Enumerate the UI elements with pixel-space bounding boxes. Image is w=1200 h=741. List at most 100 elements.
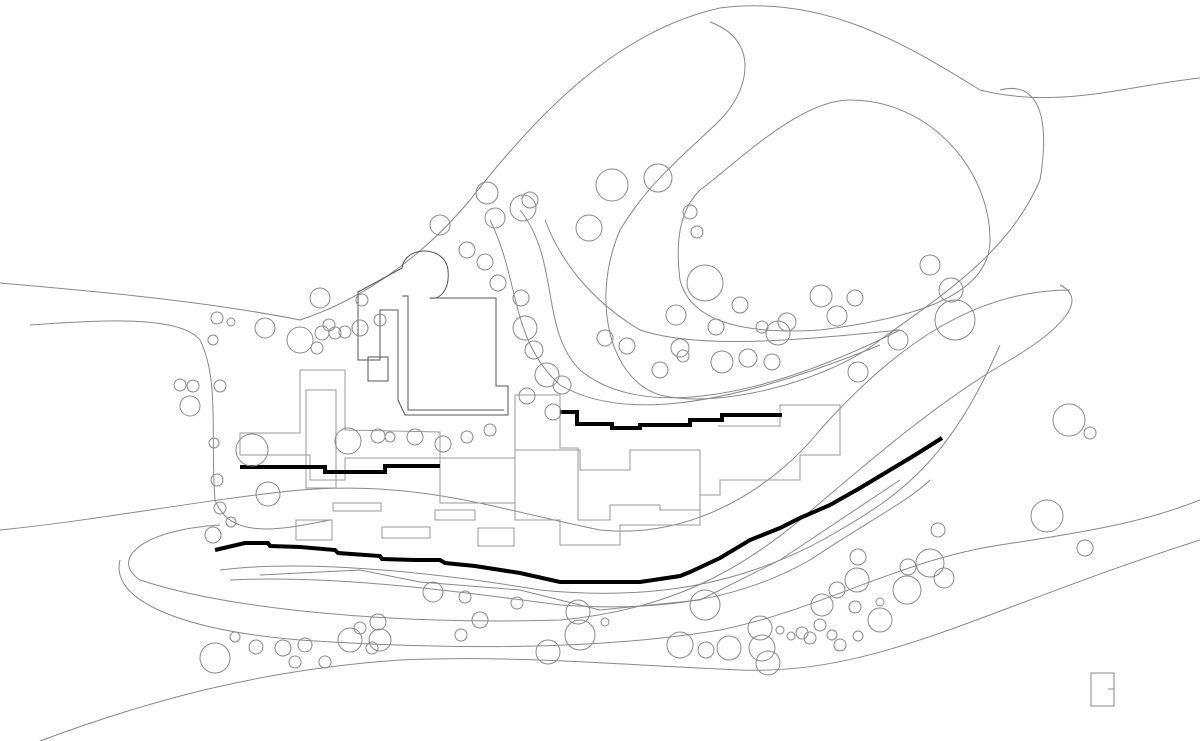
tree-canopy (690, 225, 704, 239)
tree-canopy (595, 168, 629, 202)
tree-canopy (355, 293, 369, 307)
tree-canopy (848, 600, 862, 614)
tree-canopy (892, 575, 922, 605)
tree-canopy (309, 287, 331, 309)
tree-canopy (565, 599, 591, 625)
tree-canopy (286, 326, 314, 354)
contour-south-inner-2 (229, 479, 931, 608)
building-main (514, 394, 701, 521)
pavilion-3 (381, 526, 431, 539)
tree-canopy (210, 473, 224, 487)
tree-canopy (213, 379, 227, 393)
tree-canopy (338, 325, 352, 339)
tree-canopy (1052, 403, 1086, 437)
tree-canopy (484, 207, 506, 229)
wall-south (214, 436, 944, 584)
contour-lines (0, 5, 1200, 741)
tree-canopy (849, 548, 867, 566)
building-main-body (514, 395, 701, 546)
tree-canopy (810, 593, 834, 617)
tree-canopy (666, 631, 694, 659)
tree-canopy (483, 423, 497, 437)
tree-canopy (846, 289, 864, 307)
tree-canopy (368, 628, 392, 652)
trees (173, 163, 1097, 676)
tree-canopy (207, 334, 219, 346)
tree-canopy (1076, 539, 1094, 557)
tree-canopy (274, 639, 292, 657)
contour-outer-hill (0, 5, 1200, 321)
tree-canopy (852, 630, 864, 642)
tree-canopy (738, 348, 758, 368)
tree-canopy (682, 204, 698, 220)
contour-ridge-2 (489, 219, 881, 406)
contour-mid-band (0, 289, 1071, 532)
contour-hill-loop (605, 21, 1045, 400)
contour-south-loop (128, 284, 1073, 622)
tree-canopy (510, 596, 524, 610)
tree-canopy (213, 501, 227, 515)
tree-canopy (813, 618, 827, 632)
tree-canopy (314, 325, 330, 341)
tree-canopy (575, 214, 603, 242)
tree-canopy (458, 241, 476, 259)
tree-canopy (731, 296, 749, 314)
pavilion-1 (295, 519, 333, 541)
tree-canopy (697, 641, 715, 659)
tree-canopy (208, 437, 220, 449)
tree-canopy (509, 194, 537, 222)
contour-left-lobe (29, 320, 331, 530)
building-west-block (305, 389, 337, 489)
tree-canopy (351, 319, 369, 337)
tree-canopy (365, 641, 379, 655)
wall-north (560, 410, 782, 430)
tree-canopy (535, 639, 561, 665)
tree-canopy (235, 433, 269, 467)
pavilion-4 (434, 509, 476, 521)
tree-canopy (934, 299, 976, 341)
contour-bottom-edge (39, 539, 1200, 741)
tree-canopy (710, 350, 734, 374)
tree-canopy (867, 607, 893, 633)
tree-canopy (844, 567, 870, 593)
tree-canopy (618, 337, 636, 355)
tree-canopy (369, 613, 387, 631)
tree-canopy (596, 329, 614, 347)
tree-canopy (518, 387, 536, 405)
tree-canopy (887, 329, 909, 351)
tree-canopy (763, 353, 781, 371)
tree-canopy (716, 635, 742, 661)
tree-canopy (254, 317, 276, 339)
tree-canopy (489, 274, 507, 292)
building-curved-tower (357, 250, 509, 416)
tree-canopy (544, 403, 562, 421)
tree-canopy (938, 277, 964, 303)
tree-canopy (173, 378, 187, 392)
tree-canopy (919, 254, 941, 276)
tree-canopy (334, 427, 362, 455)
tree-canopy (322, 318, 336, 332)
tree-canopy (847, 361, 869, 383)
wall-west (240, 464, 440, 474)
tree-canopy (337, 627, 363, 653)
tree-canopy (930, 522, 946, 538)
tree-canopy (199, 642, 231, 674)
tree-canopy (297, 637, 313, 653)
tree-canopy (809, 284, 833, 308)
tree-canopy (476, 253, 494, 271)
tree-canopy (828, 581, 846, 599)
tree-canopy (933, 567, 955, 589)
tree-canopy (406, 428, 424, 446)
buildings (239, 250, 841, 547)
building-central-block (439, 457, 516, 504)
tree-canopy (670, 338, 690, 358)
building-west-wing (239, 369, 441, 481)
tree-canopy (225, 516, 237, 528)
contour-south-low (118, 499, 1200, 648)
tree-canopy (524, 340, 544, 360)
tree-canopy (471, 611, 489, 629)
pavilion-5 (477, 527, 515, 547)
tree-canopy (434, 435, 452, 453)
building-curved-tower-inner (402, 295, 504, 411)
